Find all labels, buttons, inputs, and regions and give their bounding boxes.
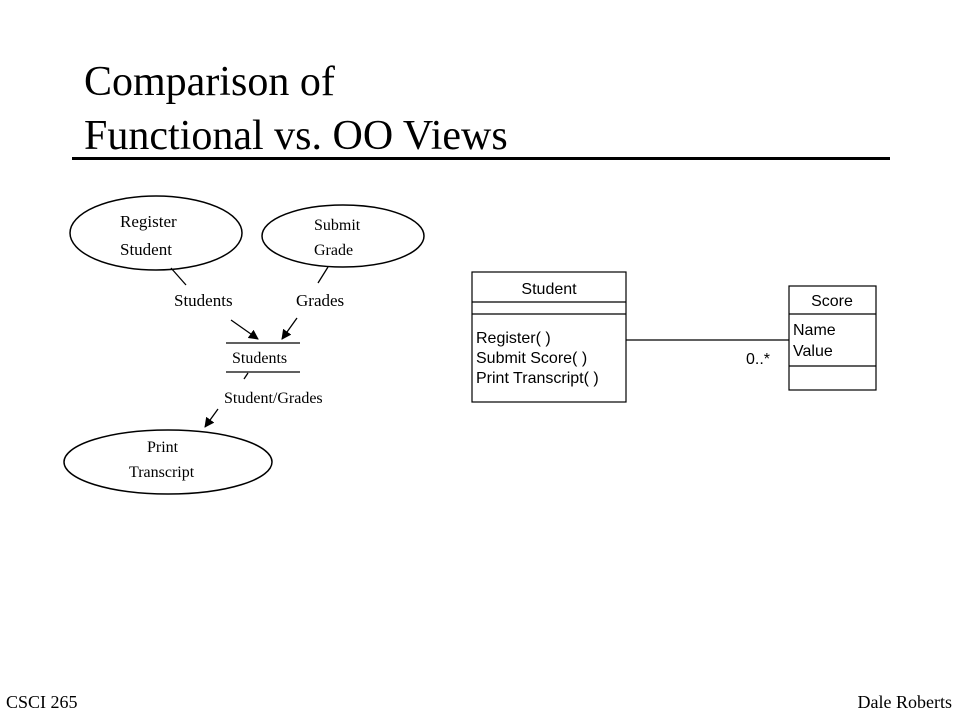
association-multiplicity: 0..*	[746, 351, 770, 368]
flow-label-students: Students	[174, 291, 233, 310]
arrow-grades-to-store	[281, 317, 298, 340]
footer-course: CSCI 265	[6, 692, 78, 712]
footer-author: Dale Roberts	[857, 692, 952, 712]
process-submit-line-1: Submit	[314, 217, 361, 234]
process-submit-line-2: Grade	[314, 242, 353, 259]
class-score-name: Score	[811, 293, 853, 310]
flow-label-student-grades: Student/Grades	[224, 390, 323, 407]
process-submit-grade: Submit Grade	[261, 204, 425, 268]
data-store-label: Students	[232, 350, 287, 367]
process-print-transcript: Print Transcript	[63, 429, 273, 495]
process-register-line-1: Register	[120, 212, 177, 231]
flow-label-grades: Grades	[296, 291, 344, 310]
title-underline	[72, 157, 890, 160]
arrow-to-print-transcript	[204, 408, 219, 428]
uml-class-score: Score Name Value	[788, 285, 877, 391]
connector-register	[170, 267, 187, 286]
process-register-line-2: Student	[120, 240, 172, 259]
arrow-students-to-store	[230, 319, 259, 340]
process-print-line-1: Print	[147, 439, 179, 456]
class-student-op-register: Register( )	[476, 330, 551, 347]
class-score-attr-name: Name	[793, 322, 836, 339]
class-student-op-submit: Submit Score( )	[476, 350, 587, 367]
data-store-students: Students	[226, 342, 300, 373]
uml-class-student: Student Register( ) Submit Score( ) Prin…	[471, 271, 627, 403]
class-student-name: Student	[521, 281, 577, 298]
slide-title-line-2: Functional vs. OO Views	[84, 113, 508, 159]
slide-title-line-1: Comparison of	[84, 59, 335, 105]
connector-submit	[317, 266, 329, 284]
class-score-attr-value: Value	[793, 343, 833, 360]
class-student-op-print: Print Transcript( )	[476, 370, 599, 387]
process-print-line-2: Transcript	[129, 464, 195, 481]
process-register-student: Register Student	[69, 195, 243, 271]
connector-store-out	[243, 372, 249, 380]
